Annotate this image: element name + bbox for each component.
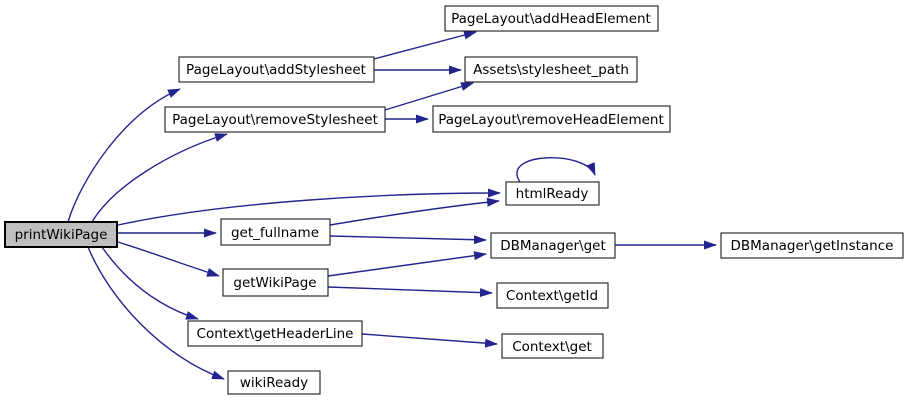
edge-printwikipage-wikiready bbox=[87, 246, 225, 380]
node-wikiready-label: wikiReady bbox=[240, 375, 308, 391]
edge-htmlready-selfloop bbox=[516, 157, 596, 183]
node-context-get[interactable]: Context\get bbox=[501, 333, 604, 359]
node-context-getheaderline-label: Context\getHeaderLine bbox=[197, 326, 354, 342]
node-getwikipage[interactable]: getWikiPage bbox=[222, 268, 329, 297]
node-pagelayout-addheadelement[interactable]: PageLayout\addHeadElement bbox=[444, 5, 659, 32]
node-get-fullname[interactable]: get_fullname bbox=[220, 218, 331, 246]
node-pagelayout-addheadelement-label: PageLayout\addHeadElement bbox=[451, 11, 651, 27]
node-htmlready-label: htmlReady bbox=[516, 186, 589, 202]
node-getwikipage-label: getWikiPage bbox=[233, 275, 316, 291]
edge-addstylesheet-addheadelement bbox=[373, 30, 477, 60]
node-printwikipage-label: printWikiPage bbox=[15, 227, 108, 243]
node-context-getid-label: Context\getId bbox=[506, 288, 598, 304]
node-assets-stylesheet-path-label: Assets\stylesheet_path bbox=[473, 62, 629, 78]
edge-contextgetheaderline-contextget bbox=[361, 333, 498, 348]
node-assets-stylesheet-path[interactable]: Assets\stylesheet_path bbox=[464, 56, 638, 83]
node-pagelayout-addstylesheet[interactable]: PageLayout\addStylesheet bbox=[178, 56, 375, 83]
node-pagelayout-removestylesheet-label: PageLayout\removeStylesheet bbox=[172, 112, 378, 128]
node-printwikipage[interactable]: printWikiPage bbox=[4, 221, 118, 248]
node-pagelayout-removeheadelement[interactable]: PageLayout\removeHeadElement bbox=[432, 105, 671, 133]
node-dbmanager-get-label: DBManager\get bbox=[500, 238, 606, 254]
node-htmlready[interactable]: htmlReady bbox=[505, 181, 600, 206]
node-pagelayout-addstylesheet-label: PageLayout\addStylesheet bbox=[186, 62, 366, 78]
edge-getwikipage-contextgetid bbox=[327, 286, 493, 298]
node-context-get-label: Context\get bbox=[512, 339, 592, 355]
edge-removestylesheet-stylesheetpath bbox=[384, 82, 474, 111]
node-context-getid[interactable]: Context\getId bbox=[496, 282, 609, 309]
edge-printwikipage-removestylesheet bbox=[91, 133, 228, 223]
node-get-fullname-label: get_fullname bbox=[231, 225, 319, 241]
node-context-getheaderline[interactable]: Context\getHeaderLine bbox=[187, 320, 363, 347]
edges bbox=[67, 30, 717, 380]
node-pagelayout-removestylesheet[interactable]: PageLayout\removeStylesheet bbox=[164, 106, 386, 133]
node-pagelayout-removeheadelement-label: PageLayout\removeHeadElement bbox=[438, 112, 664, 128]
edge-printwikipage-htmlready bbox=[117, 188, 501, 226]
edge-printwikipage-addstylesheet bbox=[67, 88, 181, 223]
edge-printwikipage-getwikipage bbox=[117, 241, 220, 277]
node-wikiready[interactable]: wikiReady bbox=[227, 370, 321, 395]
node-dbmanager-get[interactable]: DBManager\get bbox=[490, 232, 616, 259]
edge-getwikipage-dbmanagerget bbox=[327, 251, 487, 277]
node-dbmanager-getinstance[interactable]: DBManager\getInstance bbox=[720, 232, 904, 259]
edge-getfullname-htmlready bbox=[329, 197, 500, 226]
node-dbmanager-getinstance-label: DBManager\getInstance bbox=[731, 238, 894, 254]
edge-printwikipage-contextgetheaderline bbox=[101, 246, 199, 320]
edge-getfullname-dbmanagerget bbox=[329, 235, 487, 245]
